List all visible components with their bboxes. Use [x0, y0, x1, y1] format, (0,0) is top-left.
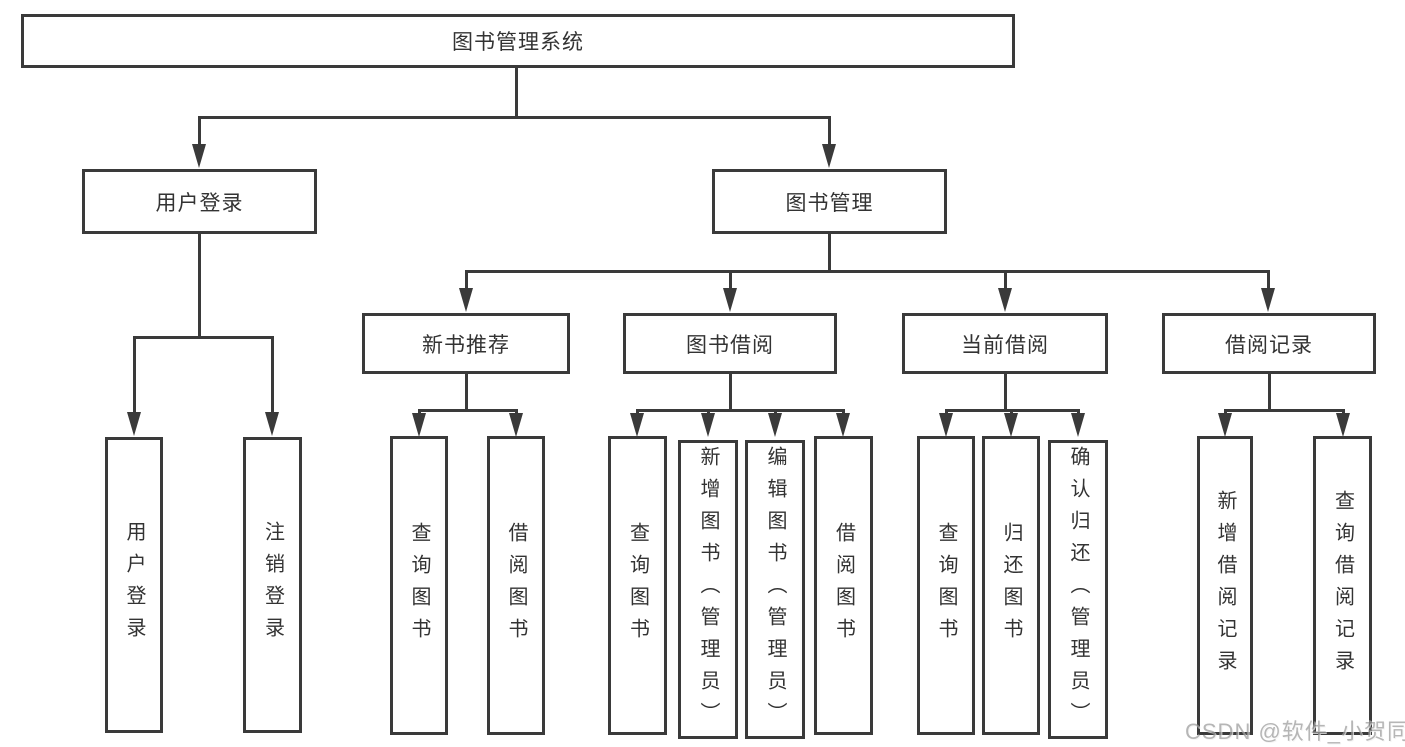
arrowhead-down-icon: [723, 288, 737, 312]
leaf-label: 新增借阅记录: [1214, 489, 1236, 682]
node-label: 图书借阅: [686, 333, 774, 357]
connector-line: [515, 409, 518, 415]
arrowhead-down-icon: [1218, 413, 1232, 437]
node-borrow-records: 借阅记录: [1162, 313, 1376, 374]
leaf-query-borrow-record: 查询借阅记录: [1313, 436, 1372, 735]
node-book-borrow: 图书借阅: [623, 313, 837, 374]
connector-line: [198, 116, 201, 146]
connector-line: [729, 372, 732, 411]
connector-line: [465, 270, 468, 290]
arrowhead-down-icon: [127, 412, 141, 436]
leaf-query-book-current: 查询图书: [917, 436, 975, 735]
arrowhead-down-icon: [822, 144, 836, 168]
leaf-query-book-recommend: 查询图书: [390, 436, 448, 735]
connector-line: [1004, 372, 1007, 411]
node-label: 用户登录: [155, 191, 244, 215]
leaf-label: 查询图书: [935, 521, 957, 650]
connector-line: [707, 409, 710, 415]
node-label: 图书管理: [785, 191, 874, 215]
connector-line: [636, 409, 639, 415]
leaf-borrow-book-recommend: 借阅图书: [487, 436, 545, 735]
connector-line: [465, 372, 468, 411]
node-label: 当前借阅: [961, 333, 1049, 357]
connector-line: [1224, 409, 1227, 415]
leaf-borrow-book: 借阅图书: [814, 436, 873, 735]
arrowhead-down-icon: [1071, 413, 1085, 437]
leaf-label: 借阅图书: [832, 521, 855, 650]
arrowhead-down-icon: [192, 144, 206, 168]
leaf-label: 注销登录: [261, 521, 284, 649]
leaf-query-book-borrow: 查询图书: [608, 436, 667, 735]
connector-line: [636, 409, 845, 412]
leaf-label: 新增图书（管理员）: [697, 445, 719, 734]
node-book-management: 图书管理: [712, 169, 947, 234]
leaf-label: 确认归还（管理员）: [1067, 445, 1089, 734]
connector-line: [418, 409, 518, 412]
node-label: 借阅记录: [1225, 333, 1313, 357]
leaf-edit-book-admin: 编辑图书（管理员）: [745, 440, 805, 739]
leaf-user-login: 用户登录: [105, 437, 163, 733]
connector-line: [828, 232, 831, 272]
node-label: 新书推荐: [422, 333, 510, 357]
leaf-label: 归还图书: [1000, 521, 1022, 650]
arrowhead-down-icon: [836, 413, 850, 437]
arrowhead-down-icon: [459, 288, 473, 312]
connector-line: [945, 409, 948, 415]
leaf-label: 用户登录: [123, 521, 145, 649]
connector-line: [842, 409, 845, 415]
arrowhead-down-icon: [701, 413, 715, 437]
leaf-add-borrow-record: 新增借阅记录: [1197, 436, 1253, 735]
arrowhead-down-icon: [1004, 413, 1018, 437]
leaf-logout: 注销登录: [243, 437, 302, 733]
leaf-label: 编辑图书（管理员）: [764, 445, 786, 734]
arrowhead-down-icon: [630, 413, 644, 437]
node-new-book-recommend: 新书推荐: [362, 313, 570, 374]
arrowhead-down-icon: [998, 288, 1012, 312]
connector-line: [1224, 409, 1345, 412]
leaf-label: 查询图书: [626, 521, 649, 650]
leaf-label: 查询图书: [408, 521, 430, 650]
node-label: 图书管理系统: [452, 31, 584, 54]
node-current-borrow: 当前借阅: [902, 313, 1108, 374]
arrowhead-down-icon: [1261, 288, 1275, 312]
arrowhead-down-icon: [939, 413, 953, 437]
arrowhead-down-icon: [768, 413, 782, 437]
connector-line: [1342, 409, 1345, 415]
connector-line: [198, 232, 201, 338]
connector-line: [418, 409, 421, 415]
leaf-label: 查询借阅记录: [1331, 489, 1354, 682]
connector-line: [1004, 270, 1007, 290]
arrowhead-down-icon: [509, 413, 523, 437]
leaf-return-book: 归还图书: [982, 436, 1040, 735]
connector-line: [1267, 270, 1270, 290]
connector-line: [515, 66, 518, 118]
leaf-confirm-return-admin: 确认归还（管理员）: [1048, 440, 1108, 739]
arrowhead-down-icon: [265, 412, 279, 436]
connector-line: [774, 409, 777, 415]
connector-line: [1077, 409, 1080, 415]
arrowhead-down-icon: [1336, 413, 1350, 437]
connector-line: [271, 336, 274, 414]
connector-line: [1010, 409, 1013, 415]
arrowhead-down-icon: [412, 413, 426, 437]
leaf-label: 借阅图书: [505, 521, 527, 650]
connector-line: [199, 116, 830, 119]
leaf-add-book-admin: 新增图书（管理员）: [678, 440, 738, 739]
connector-line: [133, 336, 274, 339]
connector-line: [133, 336, 136, 414]
node-user-login: 用户登录: [82, 169, 317, 234]
csdn-watermark: CSDN @软件_小贺同学: [1185, 719, 1405, 744]
connector-line: [465, 270, 1270, 273]
connector-line: [729, 270, 732, 290]
node-root-system: 图书管理系统: [21, 14, 1015, 68]
connector-line: [1268, 372, 1271, 411]
connector-line: [828, 116, 831, 146]
